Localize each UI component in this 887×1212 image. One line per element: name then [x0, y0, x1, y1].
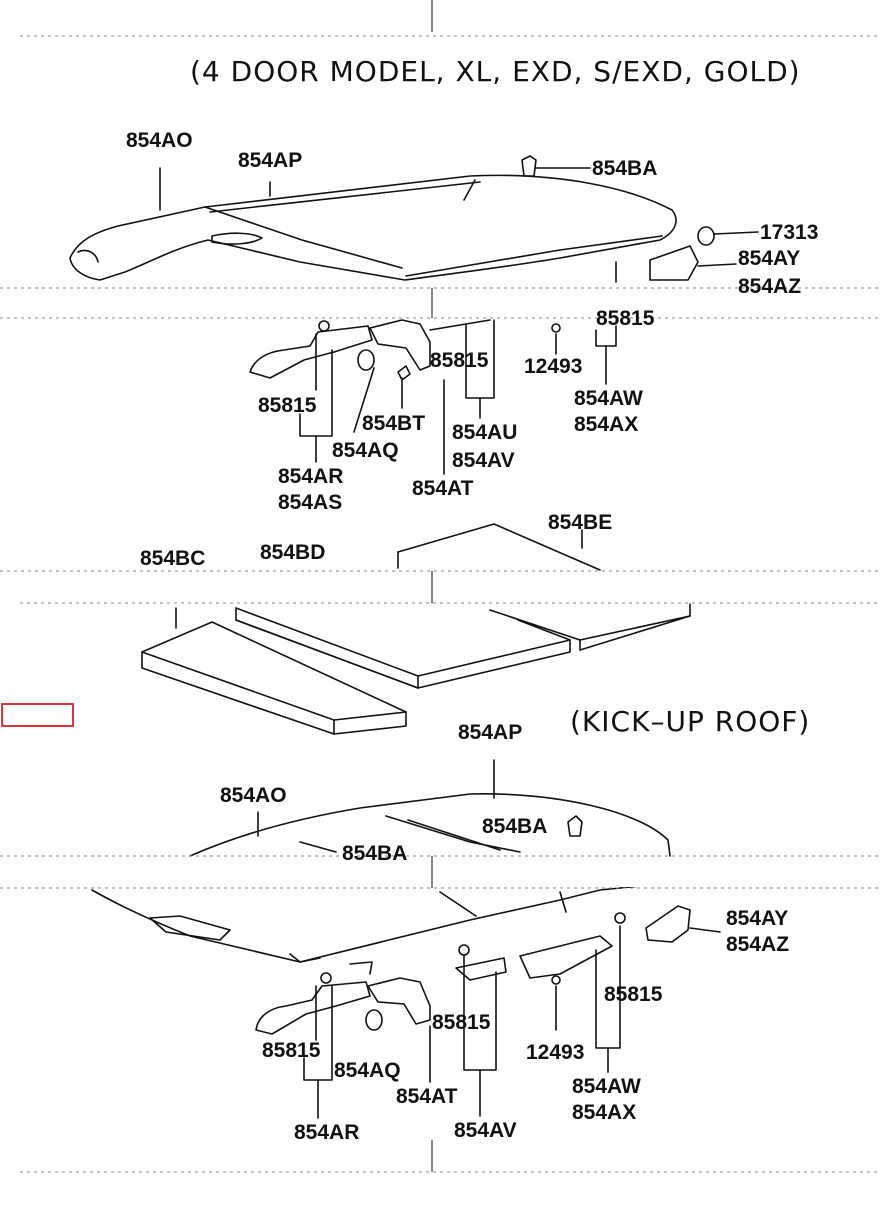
part-label-854AP: 854AP [238, 149, 303, 172]
plug-17313 [697, 226, 759, 246]
part-label-854AY: 854AY [726, 907, 789, 930]
part-label-85815-cut: 85815 [596, 307, 655, 330]
part-label-854AY: 854AY [738, 247, 801, 270]
part-label-854AX: 854AX [572, 1101, 637, 1124]
rails-bottom [255, 905, 721, 1119]
part-label-854AO: 854AO [220, 784, 287, 807]
selection-box[interactable] [1, 703, 74, 727]
part-label-854BA-cut: 854BA [342, 842, 408, 865]
rails-top [249, 319, 617, 475]
part-label-854AQ: 854AQ [332, 439, 399, 462]
clip-854BA-top [521, 155, 591, 177]
part-label-854AR: 854AR [294, 1121, 360, 1144]
part-label-85815: 85815 [432, 1011, 491, 1034]
part-label-854BD: 854BD [260, 541, 326, 564]
part-label-854BE: 854BE [548, 511, 613, 534]
pads [141, 523, 691, 735]
part-label-854AV: 854AV [454, 1119, 517, 1142]
part-label-854BC: 854BC [140, 547, 206, 570]
part-label-854AZ-cut: 854AZ [738, 275, 802, 298]
headlining-bottom [91, 759, 671, 975]
page-break [0, 289, 887, 317]
part-label-854AQ: 854AQ [334, 1059, 401, 1082]
part-label-854AW: 854AW [574, 387, 643, 410]
part-label-854AU: 854AU [452, 421, 518, 444]
part-label-854AT: 854AT [396, 1085, 458, 1108]
cover-854AY-top [649, 245, 737, 281]
part-label-12493: 12493 [526, 1041, 585, 1064]
part-label-85815: 85815 [258, 394, 317, 417]
part-label-17313: 17313 [760, 221, 819, 244]
part-label-854AZ: 854AZ [726, 933, 790, 956]
part-label-854AX: 854AX [574, 413, 639, 436]
part-label-85815: 85815 [604, 983, 663, 1006]
part-label-854BA: 854BA [482, 815, 548, 838]
part-label-854AR: 854AR [278, 465, 344, 488]
part-label-85815: 85815 [262, 1039, 321, 1062]
part-label-12493: 12493 [524, 355, 583, 378]
page-break [0, 572, 887, 602]
section-header-4-door: (4 DOOR MODEL, XL, EXD, S/EXD, GOLD) [190, 55, 801, 88]
part-label-85815: 85815 [430, 349, 489, 372]
part-label-854AW: 854AW [572, 1075, 641, 1098]
part-label-854BT: 854BT [362, 412, 426, 435]
page-break [0, 857, 887, 887]
part-label-854BA: 854BA [592, 157, 658, 180]
part-label-854AV: 854AV [452, 449, 515, 472]
part-label-854AP: 854AP [458, 721, 523, 744]
part-label-854AT: 854AT [412, 477, 474, 500]
part-label-854AO: 854AO [126, 129, 193, 152]
headlining-top [69, 174, 677, 281]
section-header-kick-up-roof: (KICK–UP ROOF) [570, 705, 811, 738]
part-label-854AS: 854AS [278, 491, 343, 514]
